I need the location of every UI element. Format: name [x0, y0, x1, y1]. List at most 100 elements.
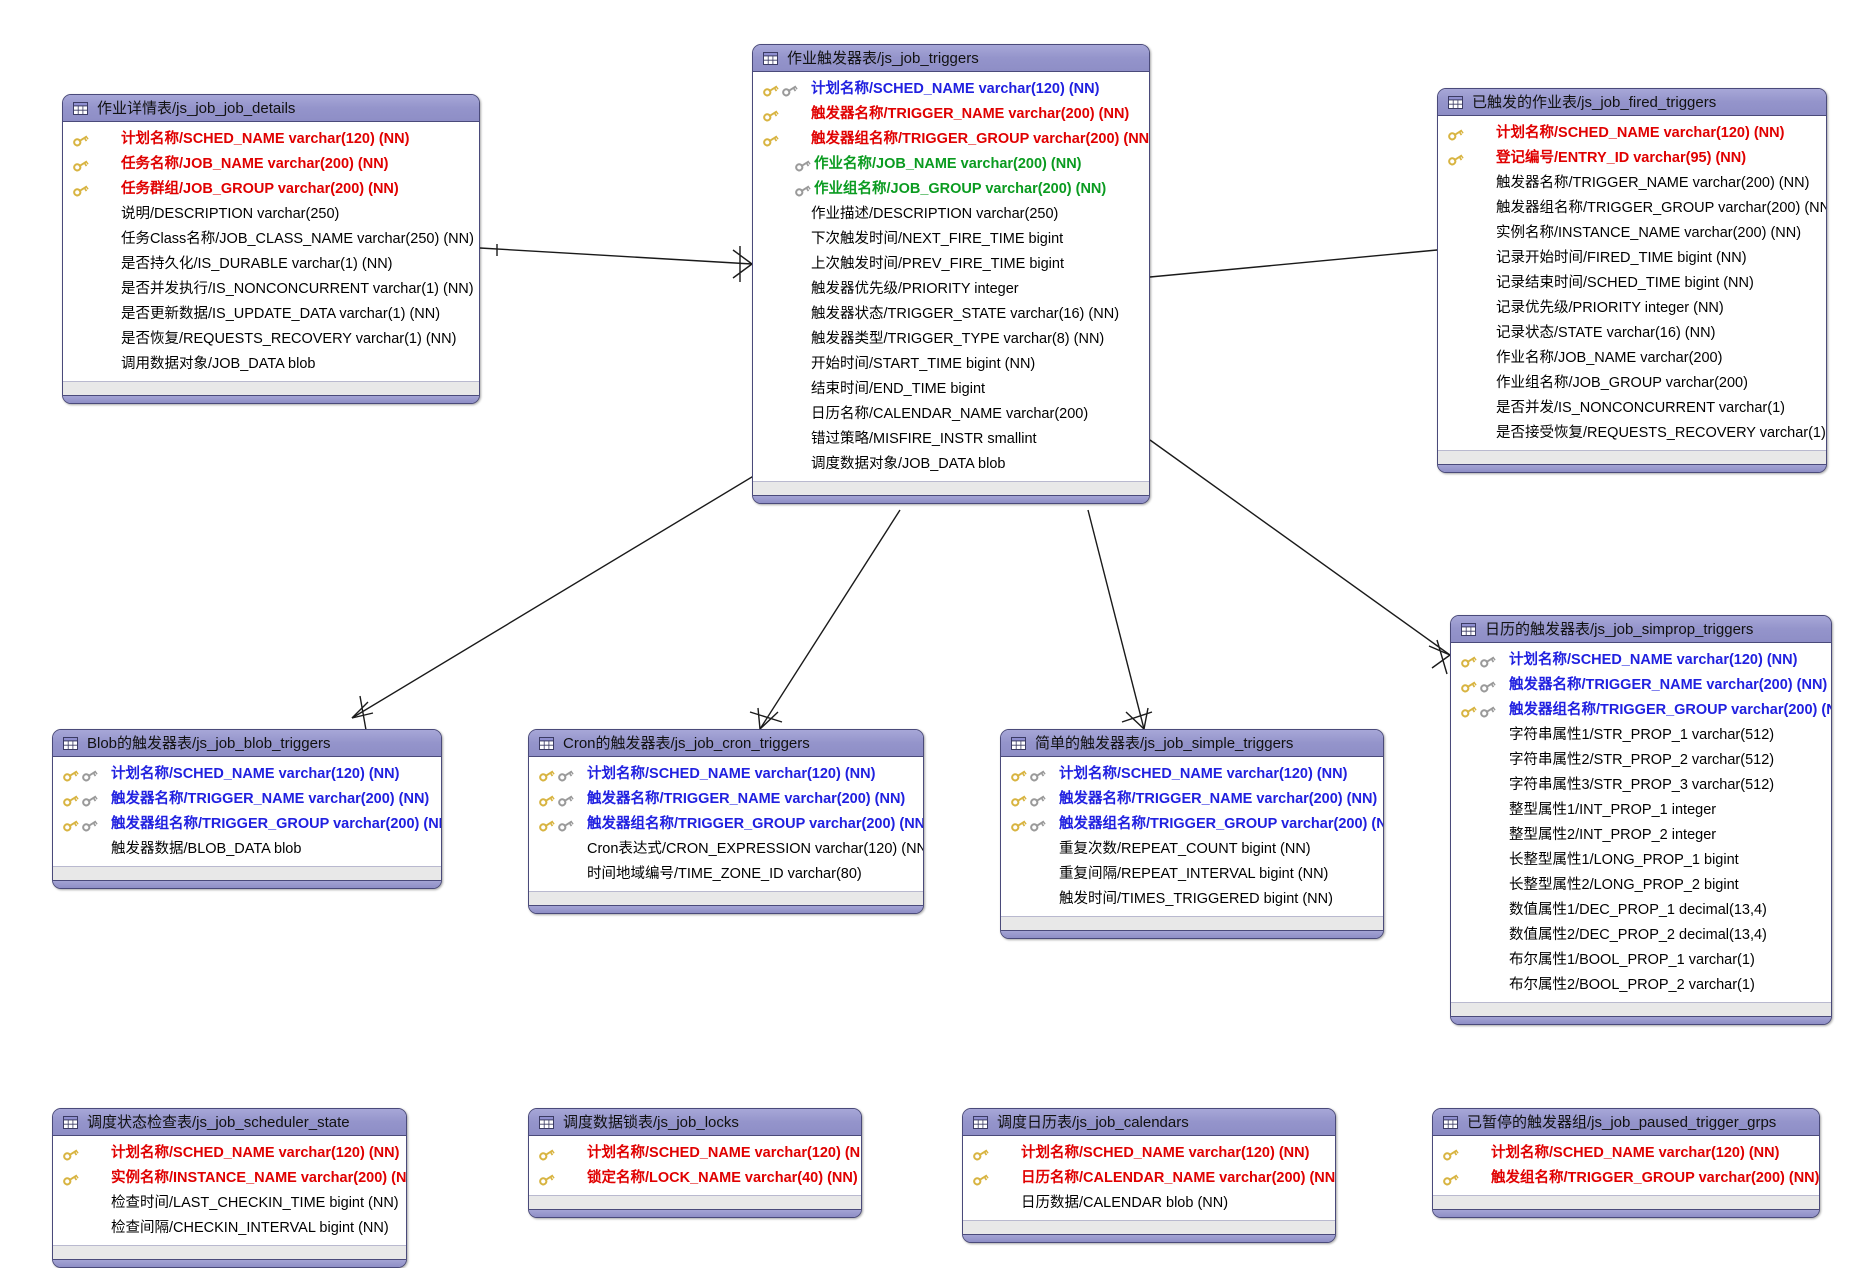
attribute-row[interactable]: 计划名称/SCHED_NAME varchar(120) (NN): [53, 1141, 406, 1166]
attribute-row[interactable]: 触发器名称/TRIGGER_NAME varchar(200) (NN): [53, 787, 441, 812]
attribute-row[interactable]: 记录开始时间/FIRED_TIME bigint (NN): [1438, 246, 1826, 271]
attribute-row[interactable]: 计划名称/SCHED_NAME varchar(120) (NN): [1433, 1141, 1819, 1166]
entity-header-simprop_triggers[interactable]: 日历的触发器表/js_job_simprop_triggers: [1451, 616, 1831, 643]
attribute-row[interactable]: 整型属性1/INT_PROP_1 integer: [1451, 798, 1831, 823]
attribute-row[interactable]: 作业描述/DESCRIPTION varchar(250): [753, 202, 1149, 227]
attribute-row[interactable]: 是否接受恢复/REQUESTS_RECOVERY varchar(1): [1438, 421, 1826, 446]
entity-header-blob_triggers[interactable]: Blob的触发器表/js_job_blob_triggers: [53, 730, 441, 757]
attribute-row[interactable]: 重复间隔/REPEAT_INTERVAL bigint (NN): [1001, 862, 1383, 887]
attribute-row[interactable]: 字符串属性3/STR_PROP_3 varchar(512): [1451, 773, 1831, 798]
attribute-row[interactable]: 触发器组名称/TRIGGER_GROUP varchar(200) (NN): [1438, 196, 1826, 221]
attribute-row[interactable]: 布尔属性2/BOOL_PROP_2 varchar(1): [1451, 973, 1831, 998]
attribute-row[interactable]: 时间地域编号/TIME_ZONE_ID varchar(80): [529, 862, 923, 887]
attribute-row[interactable]: Cron表达式/CRON_EXPRESSION varchar(120) (NN…: [529, 837, 923, 862]
attribute-row[interactable]: 触发器名称/TRIGGER_NAME varchar(200) (NN): [529, 787, 923, 812]
attribute-row[interactable]: 任务Class名称/JOB_CLASS_NAME varchar(250) (N…: [63, 227, 479, 252]
attribute-row[interactable]: 布尔属性1/BOOL_PROP_1 varchar(1): [1451, 948, 1831, 973]
attribute-row[interactable]: 作业名称/JOB_NAME varchar(200) (NN): [753, 152, 1149, 177]
attribute-row[interactable]: 计划名称/SCHED_NAME varchar(120) (NN): [1451, 648, 1831, 673]
attribute-row[interactable]: 是否恢复/REQUESTS_RECOVERY varchar(1) (NN): [63, 327, 479, 352]
attribute-row[interactable]: 日历名称/CALENDAR_NAME varchar(200): [753, 402, 1149, 427]
attribute-row[interactable]: 计划名称/SCHED_NAME varchar(120) (NN): [529, 762, 923, 787]
attribute-row[interactable]: 计划名称/SCHED_NAME varchar(120) (NN): [53, 762, 441, 787]
attribute-row[interactable]: 记录结束时间/SCHED_TIME bigint (NN): [1438, 271, 1826, 296]
attribute-row[interactable]: 字符串属性1/STR_PROP_1 varchar(512): [1451, 723, 1831, 748]
attribute-row[interactable]: 错过策略/MISFIRE_INSTR smallint: [753, 427, 1149, 452]
entity-fired_triggers[interactable]: 已触发的作业表/js_job_fired_triggers 计划名称/SCHED_…: [1437, 88, 1827, 473]
attribute-row[interactable]: 触发器组名称/TRIGGER_GROUP varchar(200) (NN): [1001, 812, 1383, 837]
attribute-row[interactable]: 长整型属性1/LONG_PROP_1 bigint: [1451, 848, 1831, 873]
attribute-row[interactable]: 检查间隔/CHECKIN_INTERVAL bigint (NN): [53, 1216, 406, 1241]
attribute-row[interactable]: 是否更新数据/IS_UPDATE_DATA varchar(1) (NN): [63, 302, 479, 327]
attribute-row[interactable]: 触发器组名称/TRIGGER_GROUP varchar(200) (NN): [53, 812, 441, 837]
entity-header-simple_triggers[interactable]: 简单的触发器表/js_job_simple_triggers: [1001, 730, 1383, 757]
entity-calendars[interactable]: 调度日历表/js_job_calendars 计划名称/SCHED_NAME va…: [962, 1108, 1336, 1243]
attribute-row[interactable]: 计划名称/SCHED_NAME varchar(120) (NN): [963, 1141, 1335, 1166]
attribute-row[interactable]: 数值属性2/DEC_PROP_2 decimal(13,4): [1451, 923, 1831, 948]
attribute-row[interactable]: 触发器组名称/TRIGGER_GROUP varchar(200) (NN): [753, 127, 1149, 152]
attribute-row[interactable]: 是否持久化/IS_DURABLE varchar(1) (NN): [63, 252, 479, 277]
attribute-row[interactable]: 作业组名称/JOB_GROUP varchar(200) (NN): [753, 177, 1149, 202]
attribute-row[interactable]: 调用数据对象/JOB_DATA blob: [63, 352, 479, 377]
entity-scheduler_state[interactable]: 调度状态检查表/js_job_scheduler_state 计划名称/SCHED…: [52, 1108, 407, 1268]
entity-simprop_triggers[interactable]: 日历的触发器表/js_job_simprop_triggers 计划名称/SCHE…: [1450, 615, 1832, 1025]
entity-paused_trigger_grps[interactable]: 已暂停的触发器组/js_job_paused_trigger_grps 计划名称/…: [1432, 1108, 1820, 1218]
attribute-row[interactable]: 字符串属性2/STR_PROP_2 varchar(512): [1451, 748, 1831, 773]
attribute-row[interactable]: 计划名称/SCHED_NAME varchar(120) (NN): [753, 77, 1149, 102]
attribute-row[interactable]: 触发器数据/BLOB_DATA blob: [53, 837, 441, 862]
entity-job_triggers[interactable]: 作业触发器表/js_job_triggers 计划名称/SCHED_NAME va…: [752, 44, 1150, 504]
attribute-row[interactable]: 触发器名称/TRIGGER_NAME varchar(200) (NN): [1001, 787, 1383, 812]
attribute-row[interactable]: 下次触发时间/NEXT_FIRE_TIME bigint: [753, 227, 1149, 252]
attribute-row[interactable]: 长整型属性2/LONG_PROP_2 bigint: [1451, 873, 1831, 898]
attribute-row[interactable]: 锁定名称/LOCK_NAME varchar(40) (NN): [529, 1166, 861, 1191]
attribute-row[interactable]: 计划名称/SCHED_NAME varchar(120) (NN): [1001, 762, 1383, 787]
attribute-row[interactable]: 触发时间/TIMES_TRIGGERED bigint (NN): [1001, 887, 1383, 912]
attribute-row[interactable]: 触发组名称/TRIGGER_GROUP varchar(200) (NN): [1433, 1166, 1819, 1191]
attribute-row[interactable]: 记录优先级/PRIORITY integer (NN): [1438, 296, 1826, 321]
attribute-row[interactable]: 触发器名称/TRIGGER_NAME varchar(200) (NN): [1451, 673, 1831, 698]
attribute-row[interactable]: 触发器名称/TRIGGER_NAME varchar(200) (NN): [1438, 171, 1826, 196]
entity-blob_triggers[interactable]: Blob的触发器表/js_job_blob_triggers 计划名称/SCHED…: [52, 729, 442, 889]
attribute-row[interactable]: 记录状态/STATE varchar(16) (NN): [1438, 321, 1826, 346]
attribute-row[interactable]: 实例名称/INSTANCE_NAME varchar(200) (NN): [1438, 221, 1826, 246]
attribute-row[interactable]: 说明/DESCRIPTION varchar(250): [63, 202, 479, 227]
attribute-row[interactable]: 日历数据/CALENDAR blob (NN): [963, 1191, 1335, 1216]
entity-header-job_triggers[interactable]: 作业触发器表/js_job_triggers: [753, 45, 1149, 72]
attribute-row[interactable]: 实例名称/INSTANCE_NAME varchar(200) (NN): [53, 1166, 406, 1191]
entity-header-cron_triggers[interactable]: Cron的触发器表/js_job_cron_triggers: [529, 730, 923, 757]
entity-header-job_details[interactable]: 作业详情表/js_job_job_details: [63, 95, 479, 122]
attribute-row[interactable]: 开始时间/START_TIME bigint (NN): [753, 352, 1149, 377]
attribute-row[interactable]: 整型属性2/INT_PROP_2 integer: [1451, 823, 1831, 848]
attribute-row[interactable]: 是否并发/IS_NONCONCURRENT varchar(1): [1438, 396, 1826, 421]
entity-header-fired_triggers[interactable]: 已触发的作业表/js_job_fired_triggers: [1438, 89, 1826, 116]
entity-header-scheduler_state[interactable]: 调度状态检查表/js_job_scheduler_state: [53, 1109, 406, 1136]
entity-header-calendars[interactable]: 调度日历表/js_job_calendars: [963, 1109, 1335, 1136]
attribute-row[interactable]: 计划名称/SCHED_NAME varchar(120) (NN): [63, 127, 479, 152]
attribute-row[interactable]: 触发器类型/TRIGGER_TYPE varchar(8) (NN): [753, 327, 1149, 352]
attribute-row[interactable]: 作业名称/JOB_NAME varchar(200): [1438, 346, 1826, 371]
attribute-row[interactable]: 触发器组名称/TRIGGER_GROUP varchar(200) (NN): [1451, 698, 1831, 723]
attribute-row[interactable]: 登记编号/ENTRY_ID varchar(95) (NN): [1438, 146, 1826, 171]
attribute-row[interactable]: 是否并发执行/IS_NONCONCURRENT varchar(1) (NN): [63, 277, 479, 302]
attribute-row[interactable]: 计划名称/SCHED_NAME varchar(120) (NN): [1438, 121, 1826, 146]
entity-header-locks[interactable]: 调度数据锁表/js_job_locks: [529, 1109, 861, 1136]
attribute-row[interactable]: 触发器名称/TRIGGER_NAME varchar(200) (NN): [753, 102, 1149, 127]
attribute-row[interactable]: 上次触发时间/PREV_FIRE_TIME bigint: [753, 252, 1149, 277]
attribute-row[interactable]: 结束时间/END_TIME bigint: [753, 377, 1149, 402]
attribute-row[interactable]: 检查时间/LAST_CHECKIN_TIME bigint (NN): [53, 1191, 406, 1216]
attribute-row[interactable]: 触发器优先级/PRIORITY integer: [753, 277, 1149, 302]
entity-header-paused_trigger_grps[interactable]: 已暂停的触发器组/js_job_paused_trigger_grps: [1433, 1109, 1819, 1136]
attribute-row[interactable]: 计划名称/SCHED_NAME varchar(120) (NN): [529, 1141, 861, 1166]
attribute-row[interactable]: 重复次数/REPEAT_COUNT bigint (NN): [1001, 837, 1383, 862]
attribute-row[interactable]: 作业组名称/JOB_GROUP varchar(200): [1438, 371, 1826, 396]
attribute-row[interactable]: 日历名称/CALENDAR_NAME varchar(200) (NN): [963, 1166, 1335, 1191]
attribute-row[interactable]: 触发器状态/TRIGGER_STATE varchar(16) (NN): [753, 302, 1149, 327]
attribute-row[interactable]: 数值属性1/DEC_PROP_1 decimal(13,4): [1451, 898, 1831, 923]
entity-locks[interactable]: 调度数据锁表/js_job_locks 计划名称/SCHED_NAME varch…: [528, 1108, 862, 1218]
entity-cron_triggers[interactable]: Cron的触发器表/js_job_cron_triggers 计划名称/SCHED…: [528, 729, 924, 914]
entity-job_details[interactable]: 作业详情表/js_job_job_details 计划名称/SCHED_NAME …: [62, 94, 480, 404]
attribute-row[interactable]: 触发器组名称/TRIGGER_GROUP varchar(200) (NN): [529, 812, 923, 837]
attribute-row[interactable]: 任务名称/JOB_NAME varchar(200) (NN): [63, 152, 479, 177]
attribute-row[interactable]: 调度数据对象/JOB_DATA blob: [753, 452, 1149, 477]
entity-simple_triggers[interactable]: 简单的触发器表/js_job_simple_triggers 计划名称/SCHED…: [1000, 729, 1384, 939]
